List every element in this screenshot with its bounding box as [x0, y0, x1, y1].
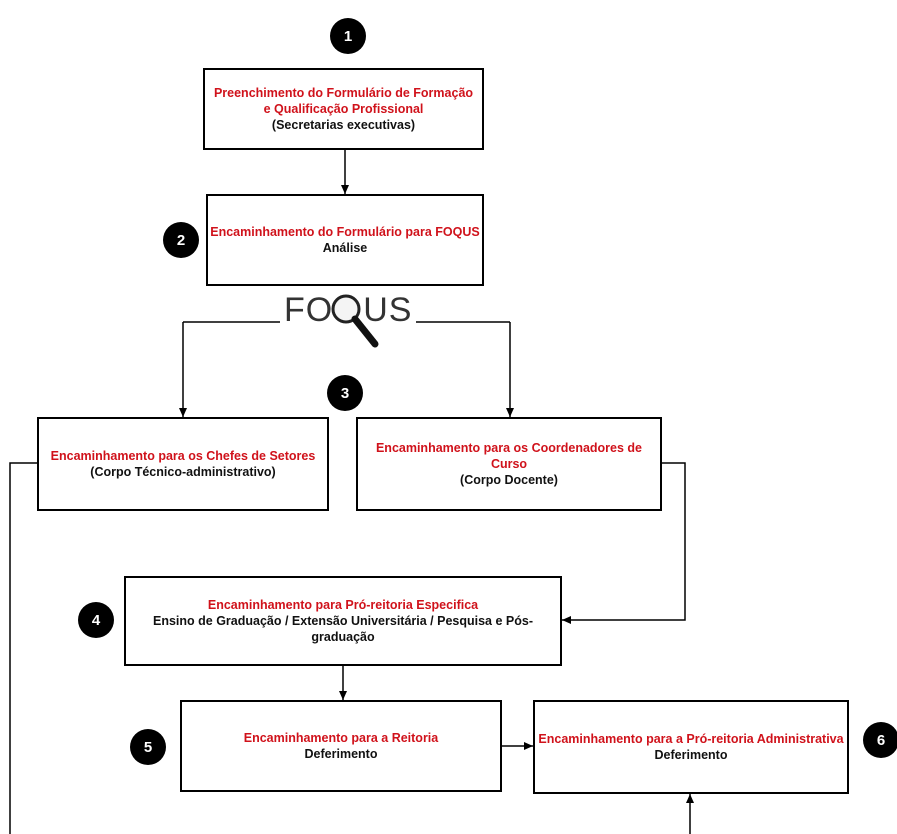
step4-title: Encaminhamento para Pró-reitoria Especif… [207, 597, 479, 612]
step2-box: Encaminhamento do Formulário para FOQUS … [206, 194, 484, 286]
step3b-title: Encaminhamento para os Coordenadores de … [375, 440, 643, 471]
step3a-box: Encaminhamento para os Chefes de Setores… [37, 417, 329, 511]
step2-title: Encaminhamento do Formulário para FOQUS [210, 224, 480, 239]
step1-subtitle: (Secretarias executivas) [271, 118, 416, 133]
step6-title: Encaminhamento para a Pró-reitoria Admin… [538, 731, 844, 746]
step4-subtitle: Ensino de Graduação / Extensão Universit… [153, 613, 533, 645]
foqus-logo-text-right: US [363, 290, 413, 329]
step6-box: Encaminhamento para a Pró-reitoria Admin… [533, 700, 849, 794]
foqus-logo-text-left: FO [284, 290, 334, 329]
step1-title: Preenchimento do Formulário de Formação … [213, 85, 474, 116]
step3b-subtitle: (Corpo Docente) [460, 473, 558, 488]
step5-subtitle: Deferimento [304, 747, 378, 761]
step-badge-4: 4 [78, 602, 114, 638]
magnifier-icon [331, 290, 379, 348]
step-badge-5: 5 [130, 729, 166, 765]
step5-title: Encaminhamento para a Reitoria [243, 730, 439, 745]
step3b-box: Encaminhamento para os Coordenadores de … [356, 417, 662, 511]
line-3a-to-bottom [9, 462, 37, 834]
foqus-logo: FO US [280, 290, 417, 348]
step-badge-2: 2 [163, 222, 199, 258]
step-badge-6: 6 [863, 722, 897, 758]
step-badge-3: 3 [327, 375, 363, 411]
step3a-title: Encaminhamento para os Chefes de Setores [50, 448, 316, 463]
arrow-3b-to-4 [562, 462, 686, 624]
step4-box: Encaminhamento para Pró-reitoria Especif… [124, 576, 562, 666]
step3a-subtitle: (Corpo Técnico-administrativo) [90, 465, 276, 479]
step2-subtitle: Análise [322, 241, 368, 255]
step5-box: Encaminhamento para a Reitoria Deferimen… [180, 700, 502, 792]
step1-box: Preenchimento do Formulário de Formação … [203, 68, 484, 150]
step-badge-1: 1 [330, 18, 366, 54]
step6-subtitle: Deferimento [654, 748, 728, 762]
